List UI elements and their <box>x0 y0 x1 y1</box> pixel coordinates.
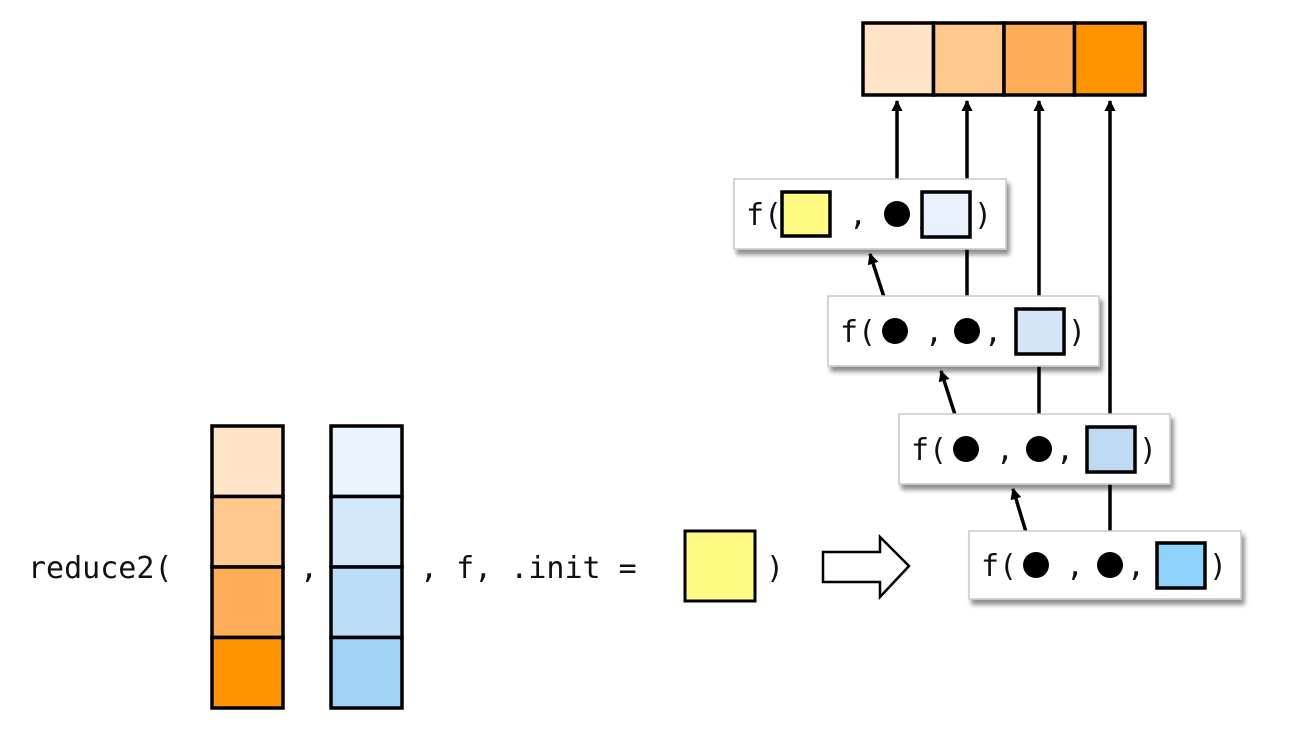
arg-comma: , <box>1066 549 1084 584</box>
closing-paren: ) <box>766 551 784 586</box>
output-cell-3 <box>1002 21 1077 97</box>
closing-paren: ) <box>1068 315 1086 350</box>
step-call-2: f(,,) <box>827 295 1100 367</box>
closing-paren: ) <box>1139 433 1157 468</box>
y-vector-cell-4 <box>329 635 404 710</box>
step-calls: f(,,)f(,,)f(,,)f(,,) <box>733 178 1242 600</box>
arg-comma: , <box>849 198 867 233</box>
arg-comma: , <box>1056 433 1074 468</box>
accumulator-dot <box>882 318 908 344</box>
y-vector-cell-2 <box>329 494 404 569</box>
output-cell-2 <box>931 21 1006 97</box>
step-call-1: f(,,) <box>733 178 1007 250</box>
x-vector-cell-3 <box>210 565 285 640</box>
x-vector-cell-4 <box>210 635 285 710</box>
y-element-square <box>1085 425 1137 474</box>
y-element-square <box>1155 541 1207 590</box>
y-element-square <box>1014 307 1066 356</box>
f-init-text: , f, .init = <box>420 551 637 586</box>
accumulator-dot <box>953 436 979 462</box>
reduce2-prefix: reduce2( <box>28 551 173 586</box>
hollow-right-arrow-icon <box>821 533 911 601</box>
accumulator-dot <box>1023 552 1049 578</box>
closing-paren: ) <box>1209 549 1227 584</box>
y-vector <box>329 424 404 710</box>
y-vector-cell-3 <box>329 565 404 640</box>
arg-comma: , <box>1127 549 1145 584</box>
x-element-dot <box>1026 436 1052 462</box>
y-vector-cell-1 <box>329 424 404 499</box>
x-element-dot <box>884 201 910 227</box>
closing-paren: ) <box>974 198 992 233</box>
step-call-3: f(,,) <box>898 413 1171 485</box>
function-name: f( <box>746 198 782 233</box>
arg-comma: , <box>996 433 1014 468</box>
x-element-dot <box>1097 552 1123 578</box>
arg-comma: , <box>925 315 943 350</box>
function-name: f( <box>840 315 876 350</box>
function-name: f( <box>981 549 1017 584</box>
init-value-square <box>683 529 757 603</box>
x-vector-cell-2 <box>210 494 285 569</box>
arg-comma: , <box>984 315 1002 350</box>
separator-comma: , <box>300 551 318 586</box>
y-element-square <box>920 190 972 239</box>
x-vector <box>210 424 285 710</box>
x-vector-cell-1 <box>210 424 285 499</box>
init-value-square <box>780 190 832 238</box>
function-name: f( <box>911 433 947 468</box>
output-cell-1 <box>861 21 936 97</box>
output-vector <box>861 21 1147 97</box>
output-cell-4 <box>1072 21 1147 97</box>
step-call-4: f(,,) <box>968 530 1242 600</box>
x-element-dot <box>954 318 980 344</box>
